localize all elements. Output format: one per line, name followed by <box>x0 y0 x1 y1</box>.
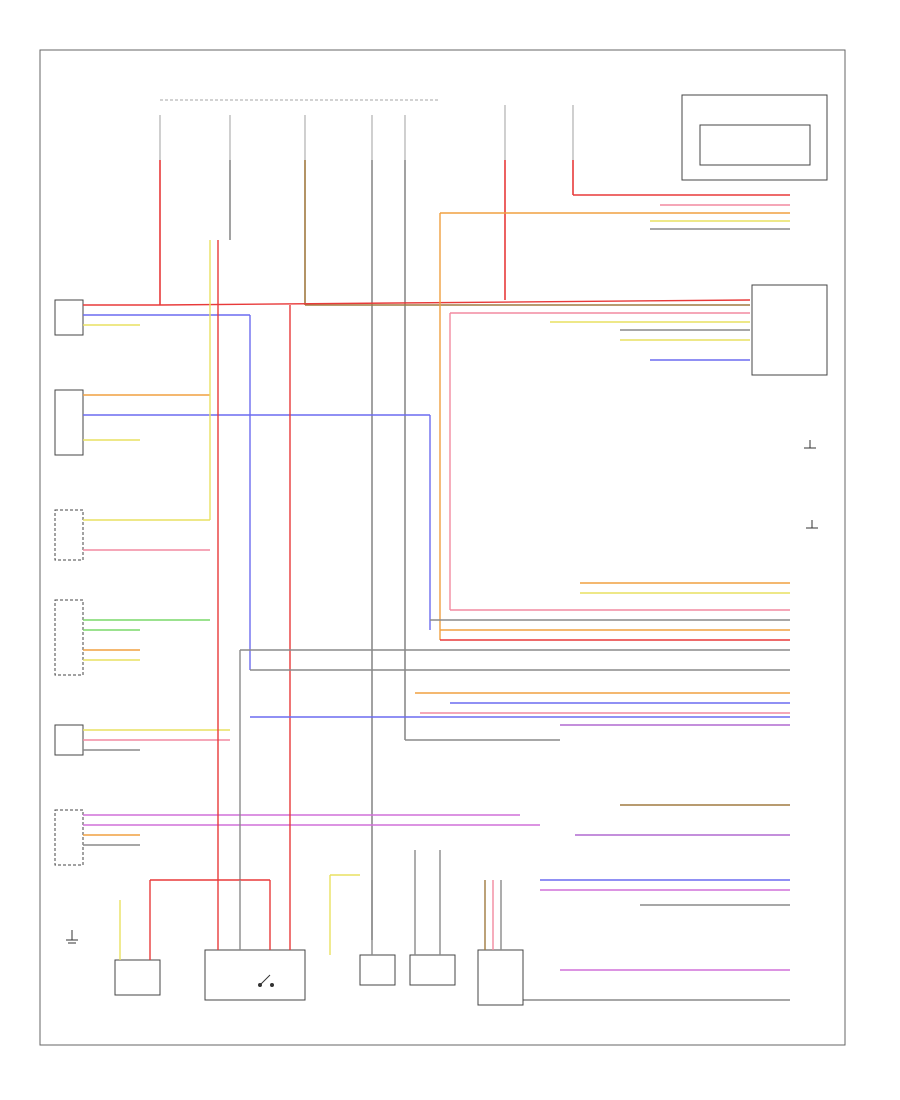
right-wire-bundle <box>159 194 790 361</box>
bottom-component-4 <box>409 954 456 986</box>
right-center-component <box>751 284 828 376</box>
bottom-component-3 <box>359 954 396 986</box>
left-wires <box>83 304 540 846</box>
fuse-block-top <box>159 99 574 160</box>
ground-symbol-right <box>804 440 818 529</box>
vertical-wires <box>159 160 574 940</box>
middle-vertical-wires <box>209 213 451 880</box>
diagram-border <box>39 49 846 1046</box>
left-component-4 <box>54 599 84 676</box>
bottom-component-1 <box>114 959 161 996</box>
bottom-vertical-wires <box>119 850 502 960</box>
bottom-component-5 <box>477 949 524 1006</box>
left-component-6 <box>54 809 84 866</box>
bottom-component-2 <box>204 949 306 1001</box>
left-component-3 <box>54 509 84 561</box>
left-component-5 <box>54 724 84 756</box>
top-right-inner-box <box>699 124 811 166</box>
left-component-1 <box>54 299 84 336</box>
left-component-2 <box>54 389 84 456</box>
switch-symbol <box>258 974 274 987</box>
lower-wire-bundle <box>240 582 790 1001</box>
ground-symbol <box>66 930 78 944</box>
